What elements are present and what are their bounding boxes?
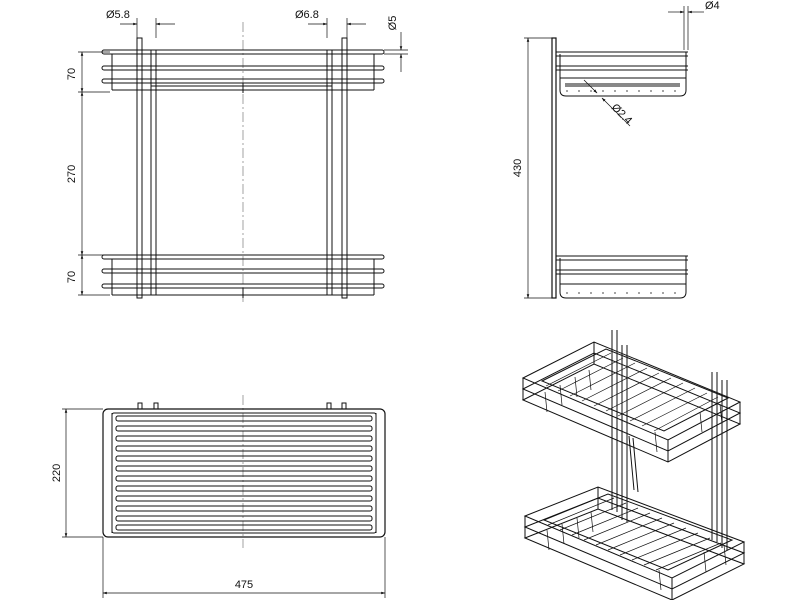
top-view: 220 475 [51,395,386,598]
dim-height-top-tier: 70 [66,68,78,80]
side-bottom-basket [556,255,688,299]
side-top-basket [556,51,688,97]
side-height-dim [524,37,552,299]
dim-total-height: 430 [512,159,524,177]
side-wire-dia-dim [668,6,704,50]
side-bottom-dia-dim [583,79,631,127]
front-diameter-dims [120,18,408,72]
isometric-view [521,330,746,600]
top-outer-frame [102,408,386,538]
iso-bottom-basket [523,486,746,600]
dim-dia-left-rod: Ø5.8 [106,9,130,21]
front-view: 70 270 70 Ø5.8 Ø6.8 Ø5 [66,9,408,305]
dim-dia-bottom: Ø2.4 [609,102,634,127]
dim-dia-top-wire: Ø5 [387,16,399,31]
dim-dia-right-rod: Ø6.8 [295,9,319,21]
front-height-dims [78,51,110,296]
iso-top-basket [521,341,742,463]
front-top-tier [101,49,385,93]
dim-dia-wire: Ø4 [705,0,720,12]
top-width-dim [102,537,386,598]
side-wall-plate [551,37,557,299]
dim-depth: 220 [51,464,63,482]
front-bottom-tier [101,254,385,298]
top-support-pins [137,402,347,410]
dim-height-gap: 270 [66,165,78,183]
top-depth-dim [62,408,103,538]
dim-width: 475 [235,579,253,591]
top-slats [115,415,373,531]
side-view: 430 Ø4 Ø2.4 [512,0,720,299]
dim-height-bottom-tier: 70 [66,271,78,283]
